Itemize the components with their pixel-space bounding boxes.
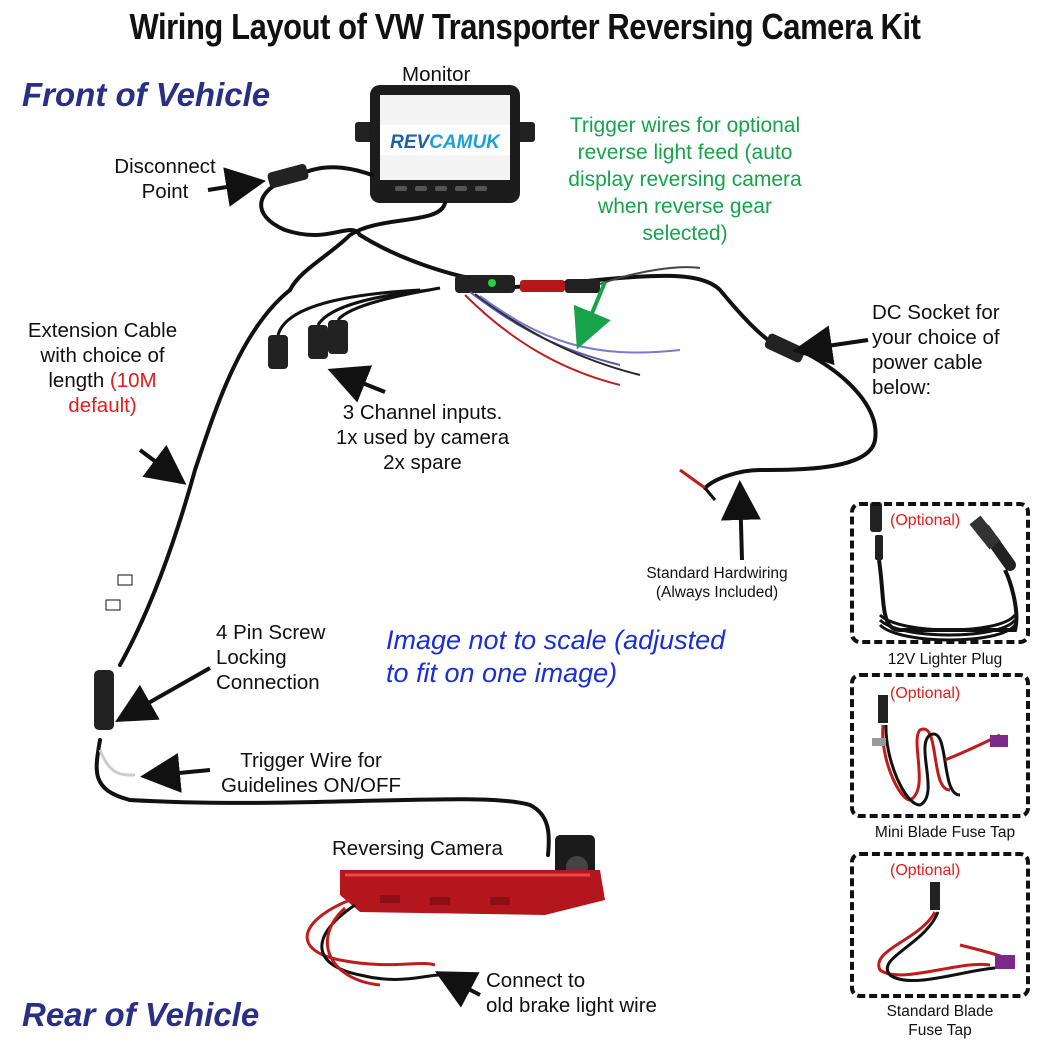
- power-option-mini-fuse-box: [850, 673, 1030, 818]
- optional-tag: (Optional): [890, 862, 961, 879]
- dc-socket-line: your choice of: [872, 326, 1000, 349]
- mini-blade-fuse-tap-image: [872, 695, 1008, 807]
- screw-lock-line: 4 Pin Screw: [216, 621, 326, 644]
- trigger-unit: [455, 275, 600, 293]
- trigger-note-line: when reverse gear: [598, 195, 772, 218]
- extension-cable-line: with choice of: [40, 344, 165, 367]
- power-option-caption-line: Standard Blade: [886, 1003, 994, 1020]
- channel-inputs-line: 3 Channel inputs.: [342, 401, 503, 424]
- trigger-note-line: selected): [642, 222, 728, 245]
- monitor-device: REVCAMUK: [355, 85, 535, 203]
- power-option-lighter-box: [850, 502, 1030, 644]
- screw-lock-line: Locking: [216, 646, 287, 669]
- disconnect-point-label: Disconnect Point: [100, 154, 230, 204]
- trigger-guidelines-line: Trigger Wire for: [240, 749, 382, 772]
- scale-note-line: Image not to scale (adjusted: [386, 625, 726, 655]
- power-option-standard-fuse-box: [850, 852, 1030, 998]
- channel-inputs-line: 2x spare: [383, 451, 462, 474]
- extension-cable-default: (10M: [109, 369, 157, 392]
- power-option-caption: Standard Blade Fuse Tap: [850, 1002, 1030, 1040]
- scale-note-line: to fit on one image): [386, 658, 618, 688]
- disconnect-point-line: Disconnect: [114, 155, 216, 178]
- screw-lock-label: 4 Pin Screw Locking Connection: [216, 620, 376, 695]
- monitor-label: Monitor: [402, 63, 471, 86]
- lighter-plug-image: [870, 502, 1019, 642]
- scale-note: Image not to scale (adjusted to fit on o…: [386, 624, 826, 690]
- rear-of-vehicle-label: Rear of Vehicle: [22, 996, 260, 1033]
- dc-socket-line: power cable: [872, 351, 983, 374]
- optional-tag: (Optional): [890, 685, 961, 702]
- trigger-note-line: display reversing camera: [568, 168, 802, 191]
- trigger-guidelines-label: Trigger Wire for Guidelines ON/OFF: [196, 748, 426, 798]
- trigger-guidelines-line: Guidelines ON/OFF: [221, 774, 401, 797]
- dc-socket-line: below:: [872, 376, 932, 399]
- extension-cable-text: length: [48, 369, 110, 392]
- trigger-wires-note: Trigger wires for optional reverse light…: [530, 112, 840, 247]
- brake-light-line: old brake light wire: [486, 994, 657, 1017]
- reversing-camera-label: Reversing Camera: [332, 837, 503, 860]
- extension-cable-line: Extension Cable: [27, 319, 178, 342]
- power-option-caption: Mini Blade Fuse Tap: [874, 824, 1016, 841]
- svg-text:REVCAMUK: REVCAMUK: [390, 132, 501, 153]
- trigger-note-line: reverse light feed (auto: [577, 141, 793, 164]
- power-option-caption-line: Fuse Tap: [908, 1022, 972, 1039]
- optional-tag: (Optional): [890, 512, 961, 529]
- extension-cable-label: Extension Cable with choice of length (1…: [0, 318, 205, 418]
- front-of-vehicle-label: Front of Vehicle: [22, 76, 271, 113]
- channel-inputs-line: 1x used by camera: [335, 426, 510, 449]
- dc-socket-label: DC Socket for your choice of power cable…: [872, 300, 1042, 400]
- reversing-camera-device: [340, 835, 605, 915]
- extension-cable-default: default): [68, 394, 137, 417]
- standard-hardwiring-line: (Always Included): [655, 584, 779, 601]
- brake-light-label: Connect to old brake light wire: [486, 968, 716, 1018]
- brake-light-line: Connect to: [486, 969, 586, 992]
- dc-socket-line: DC Socket for: [872, 301, 1000, 324]
- standard-hardwiring-label: Standard Hardwiring (Always Included): [612, 564, 822, 602]
- power-option-caption: 12V Lighter Plug: [887, 651, 1003, 668]
- standard-blade-fuse-tap-image: [877, 882, 1015, 983]
- trigger-note-line: Trigger wires for optional: [569, 114, 801, 137]
- extension-cable-line: length (10M: [0, 368, 205, 393]
- disconnect-point-line: Point: [141, 180, 189, 203]
- page-title: Wiring Layout of VW Transporter Reversin…: [129, 6, 921, 47]
- screw-lock-line: Connection: [216, 671, 320, 694]
- channel-inputs-label: 3 Channel inputs. 1x used by camera 2x s…: [300, 400, 545, 475]
- standard-hardwiring-line: Standard Hardwiring: [646, 565, 788, 582]
